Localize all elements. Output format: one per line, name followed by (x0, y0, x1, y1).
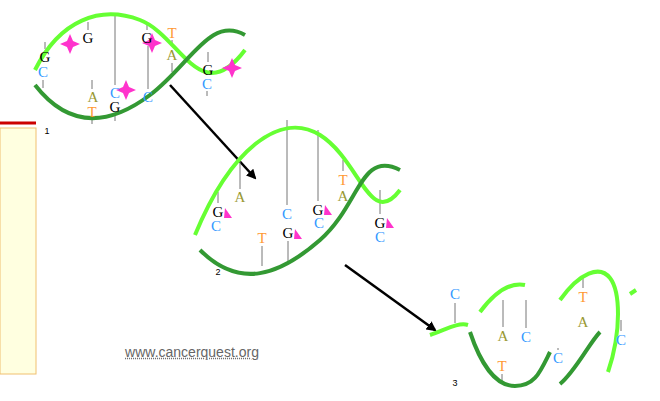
base-letter: A (498, 329, 509, 344)
base-letter: G (283, 226, 294, 241)
base-rungs (455, 277, 621, 384)
base-letter: C (202, 77, 212, 92)
base-letter: C (282, 207, 292, 222)
step-number: 2 (215, 268, 220, 277)
step-number: 1 (44, 127, 49, 136)
base-letter: G (203, 63, 214, 78)
side-panel (0, 128, 36, 374)
base-letter: A (88, 90, 99, 105)
base-letter: A (578, 315, 589, 330)
base-letter: C (521, 330, 531, 345)
base-letter: C (110, 86, 120, 101)
base-letter: T (87, 105, 96, 120)
base-letter: T (497, 359, 506, 374)
base-letter: C (211, 219, 221, 234)
base-letter: A (338, 189, 349, 204)
dna-strand (35, 14, 245, 72)
base-letter: C (375, 230, 385, 245)
base-letter: A (167, 48, 178, 63)
base-letter: T (338, 173, 347, 188)
dna-strand (195, 128, 400, 235)
base-letter: G (40, 50, 51, 65)
base-letter: C (314, 216, 324, 231)
base-letter: C (553, 351, 563, 366)
damage-mark (224, 205, 394, 239)
dna-strand (200, 166, 400, 274)
step-arrow (345, 265, 435, 330)
base-letter: T (167, 26, 176, 41)
red-rule (0, 122, 36, 125)
broken-strand (470, 332, 600, 386)
dna-strand (35, 30, 245, 118)
base-letter: A (235, 190, 246, 205)
broken-strand (430, 272, 636, 372)
base-letter: C (616, 333, 626, 348)
step-arrow (170, 85, 255, 178)
base-letter: C (38, 65, 48, 80)
base-letter: G (83, 31, 94, 46)
base-letter: C (450, 287, 460, 302)
step-number: 3 (452, 379, 457, 388)
base-letter: T (578, 290, 587, 305)
base-letter: C (143, 90, 153, 105)
watermark: www.cancerquest.org (125, 345, 259, 359)
base-letter: G (213, 205, 224, 220)
base-letter: T (257, 231, 266, 246)
base-letter: G (142, 31, 153, 46)
base-letter: G (375, 216, 386, 231)
base-letter: G (110, 100, 121, 115)
